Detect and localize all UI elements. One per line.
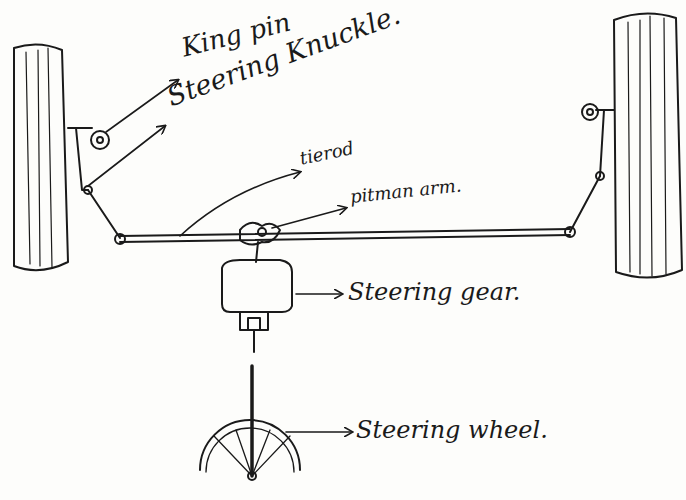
- right-knuckle: [570, 104, 614, 232]
- steering-gear: [222, 260, 292, 352]
- right-wheel: [614, 13, 682, 277]
- leader-lines: [88, 80, 352, 432]
- pitman-arm: [240, 223, 280, 262]
- part-label: tierod: [298, 137, 356, 169]
- part-label: Steering wheel.: [356, 416, 548, 444]
- part-label: pitman arm.: [349, 175, 462, 208]
- left-wheel: [14, 44, 68, 270]
- tie-rod: [120, 229, 570, 242]
- left-knuckle: [68, 128, 120, 238]
- part-label: Steering gear.: [348, 278, 520, 306]
- steering-wheel: [200, 366, 300, 480]
